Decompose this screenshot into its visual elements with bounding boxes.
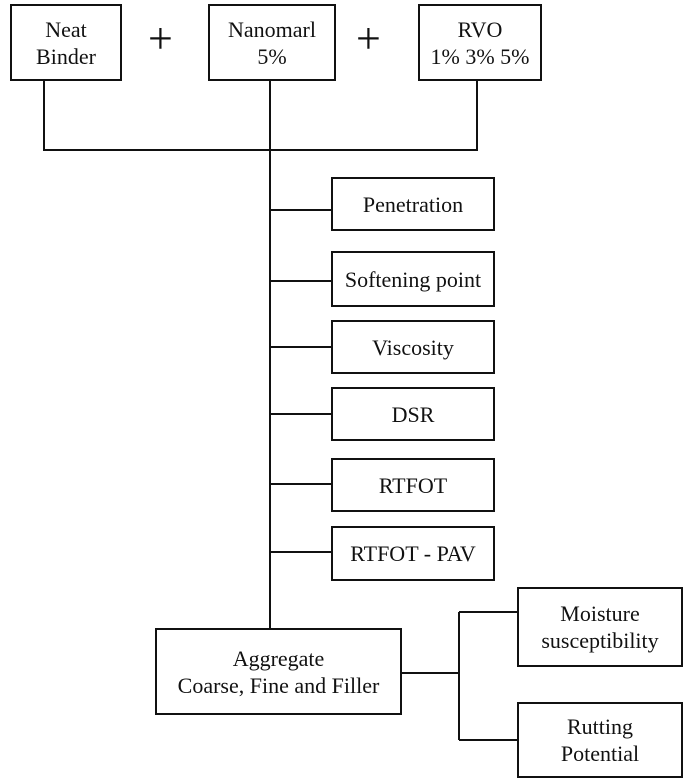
aggregate-box: Aggregate Coarse, Fine and Filler (155, 628, 402, 715)
nanomarl-line-2: 5% (257, 43, 287, 69)
rutting-line-2: Potential (560, 741, 640, 766)
rutting-potential-box: Rutting Potential (517, 702, 683, 778)
neat-binder-line-1: Neat (45, 16, 87, 42)
moisture-line-2: susceptibility (541, 628, 659, 653)
aggregate-line-2: Coarse, Fine and Filler (177, 672, 380, 698)
rtfot-pav-box: RTFOT - PAV (331, 526, 495, 581)
rutting-line-1: Rutting (566, 714, 633, 739)
rtfot-pav-label: RTFOT - PAV (350, 541, 476, 566)
nanomarl-box: Nanomarl 5% (208, 4, 336, 81)
neat-binder-box: Neat Binder (10, 4, 122, 81)
dsr-label: DSR (391, 401, 435, 427)
plus-sign-2: + (356, 14, 381, 63)
moisture-susceptibility-box: Moisture susceptibility (517, 587, 683, 667)
rvo-line-1: RVO (457, 16, 503, 42)
viscosity-label: Viscosity (372, 334, 454, 360)
softening-point-box: Softening point (331, 251, 495, 307)
plus-sign-1: + (148, 14, 173, 63)
rtfot-box: RTFOT (331, 458, 495, 512)
moisture-line-1: Moisture (560, 601, 640, 626)
softening-point-label: Softening point (344, 266, 482, 292)
viscosity-box: Viscosity (331, 320, 495, 374)
rvo-box: RVO 1% 3% 5% (418, 4, 542, 81)
penetration-box: Penetration (331, 177, 495, 231)
rtfot-label: RTFOT (378, 472, 448, 498)
neat-binder-line-2: Binder (36, 43, 96, 69)
penetration-label: Penetration (362, 191, 464, 217)
dsr-box: DSR (331, 387, 495, 441)
nanomarl-line-1: Nanomarl (228, 16, 316, 42)
rvo-line-2: 1% 3% 5% (430, 43, 530, 69)
aggregate-line-1: Aggregate (232, 645, 325, 671)
